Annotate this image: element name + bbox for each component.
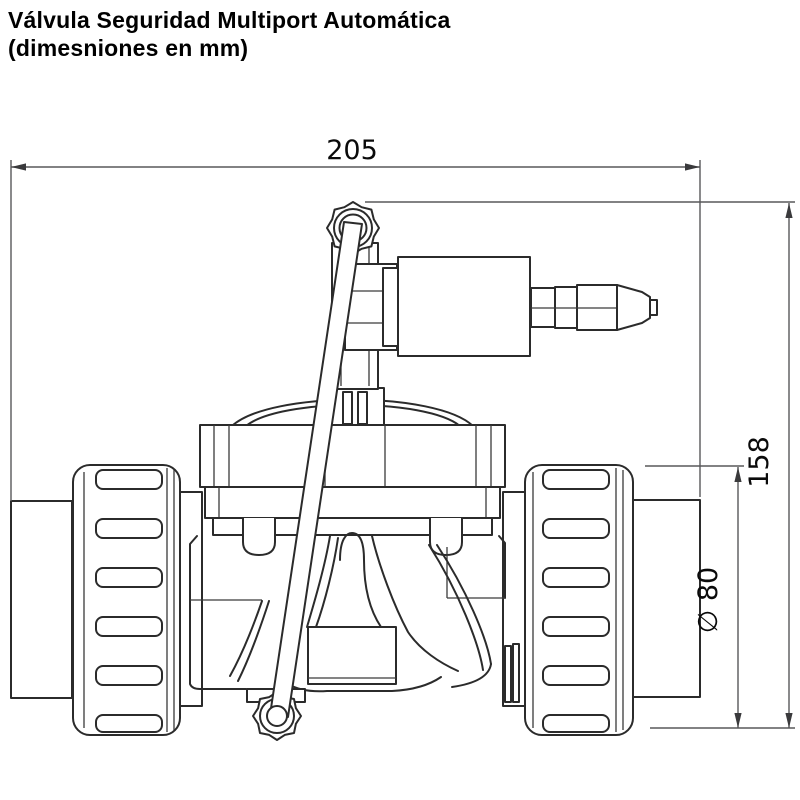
arrow-left (11, 163, 26, 171)
arrow-up (785, 203, 793, 218)
dimension-diameter-label: ∅ 80 (693, 567, 724, 633)
cable-gland (530, 284, 658, 331)
body-rim (212, 517, 493, 536)
right-union-nut (524, 464, 634, 736)
body-band (204, 486, 501, 519)
dimension-annotations: 205 158 ∅ 80 (10, 135, 795, 729)
left-pipe (10, 500, 73, 699)
right-pipe (632, 499, 701, 698)
dimension-overall-width: 205 (10, 135, 701, 501)
right-neck-tab (504, 645, 512, 703)
left-union-ribs (95, 469, 163, 733)
title-line-2: (dimesniones en mm) (8, 35, 249, 61)
solenoid-flange (382, 267, 399, 347)
solenoid-body (397, 256, 531, 357)
lever-rod (269, 221, 363, 718)
valve-body (199, 424, 506, 556)
lever-end-collar (266, 705, 288, 727)
solenoid-actuator (344, 256, 658, 357)
valve-drawing (10, 201, 701, 741)
body-flange (199, 424, 506, 488)
arrow-down (734, 713, 742, 728)
arrow-up (734, 467, 742, 482)
dimension-height-label: 158 (744, 436, 775, 488)
drawing-title: Válvula Seguridad Multiport Automática (… (8, 6, 451, 62)
dimension-diameter: ∅ 80 (645, 465, 744, 728)
arrow-right (685, 163, 700, 171)
left-union-nut (72, 464, 181, 736)
dimension-width-label: 205 (326, 135, 378, 166)
dimension-overall-height: 158 (365, 201, 795, 729)
bottom-port-block (307, 626, 397, 685)
left-port-bracket (242, 518, 276, 556)
right-neck-tab2 (512, 643, 520, 703)
right-union-ribs (542, 469, 610, 733)
gland-tip (649, 299, 658, 316)
right-port-bracket (429, 518, 463, 556)
valve-lower-body (189, 532, 506, 693)
title-line-1: Válvula Seguridad Multiport Automática (8, 7, 451, 33)
arrow-down (785, 713, 793, 728)
